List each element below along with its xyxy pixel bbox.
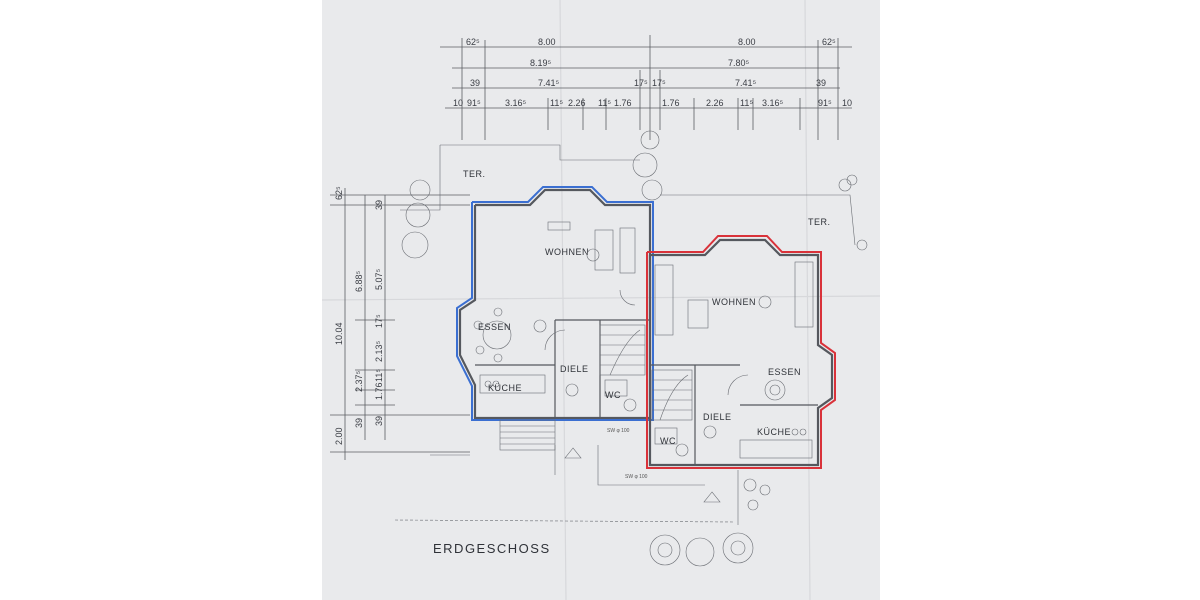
entrance-marker-1 [564, 447, 582, 459]
entrance-marker-2 [703, 491, 721, 503]
cabinet [794, 261, 814, 328]
sofa [654, 264, 674, 336]
dim-left-inner: 5.07⁵ [374, 268, 384, 290]
top-dimension-lines [440, 35, 852, 140]
toilet [675, 443, 689, 457]
unit-1-wc-label: WC [605, 390, 621, 400]
left-dimension-lines [330, 188, 470, 460]
wc-fixture [604, 379, 628, 397]
unit-1-wohnen-label: WOHNEN [545, 247, 589, 257]
dim-top-1: 62⁵ [466, 37, 480, 47]
dim-top-3: 7.41⁵ [538, 78, 560, 88]
dim-left-outer: 10.04 [334, 322, 344, 345]
dining-table [482, 320, 512, 350]
landscaping-shrubs [401, 130, 868, 567]
dim-top-3: 39 [470, 78, 480, 88]
dim-top-4: 1.76 [662, 98, 680, 108]
dim-left-mid: 6.88⁵ [354, 270, 364, 292]
dim-top-4: 91⁵ [467, 98, 481, 108]
unit-2-wc-label: WC [660, 436, 676, 446]
dim-top-4: 3.16⁵ [505, 98, 527, 108]
dim-top-4: 1.76 [614, 98, 632, 108]
plan-sheet [322, 0, 880, 600]
dim-left-mid: 39 [354, 418, 364, 428]
unit-2 [646, 235, 836, 469]
dim-top-1: 62⁵ [822, 37, 836, 47]
paper-fold [321, 295, 881, 301]
unit-1-kueche-label: KÜCHE [488, 383, 522, 393]
dim-top-4: 10 [842, 98, 852, 108]
unit-2-marker [703, 295, 781, 439]
dim-top-4: 10 [453, 98, 463, 108]
paper-fold [559, 0, 567, 600]
dim-top-4: 91⁵ [818, 98, 832, 108]
wc-fixture [654, 427, 678, 445]
dim-top-1: 8.00 [538, 37, 556, 47]
unit-1 [456, 186, 654, 451]
sewer-note-1: SW φ 100 [607, 428, 630, 434]
coffee-table [687, 299, 709, 329]
dim-top-4: 11⁵ [598, 98, 611, 108]
sofa [594, 229, 614, 271]
dim-top-1: 8.00 [738, 37, 756, 47]
sofa [619, 227, 636, 274]
dim-left-outer: 62⁵ [334, 186, 344, 200]
dim-left-inner: 11⁵ [374, 369, 384, 382]
sewer-note-2: SW φ 100 [625, 474, 648, 480]
dining-table [764, 379, 786, 401]
terrace-outlines [394, 144, 856, 525]
unit-2-boundary [646, 235, 836, 469]
dim-top-4: 11⁵ [740, 98, 753, 108]
staircase [651, 369, 693, 421]
dim-left-inner: 17⁵ [374, 314, 384, 328]
dim-top-4: 3.16⁵ [762, 98, 784, 108]
unit-1-marker [533, 248, 600, 397]
dim-top-4: 2.26 [706, 98, 724, 108]
unit-1-essen-label: ESSEN [478, 322, 511, 332]
unit-2-essen-label: ESSEN [768, 367, 801, 377]
terrace-label-left: TER. [463, 169, 486, 179]
dim-top-4: 11⁵ [550, 98, 563, 108]
entrance-steps [499, 419, 556, 451]
unit-2-diele-label: DIELE [703, 412, 732, 422]
armchair [547, 221, 571, 231]
kitchen-counter [479, 374, 546, 394]
dim-left-inner: 1.76 [374, 382, 384, 400]
dim-left-mid: 2.37⁵ [354, 370, 364, 392]
unit-2-wohnen-label: WOHNEN [712, 297, 756, 307]
dim-top-3: 17⁵ [634, 78, 648, 88]
terrace-label-right: TER. [808, 217, 831, 227]
toilet [623, 398, 637, 412]
dim-top-3: 39 [816, 78, 826, 88]
unit-2-kueche-label: KÜCHE [757, 427, 791, 437]
dim-left-outer: 2.00 [334, 427, 344, 445]
dim-top-4: 2.26 [568, 98, 586, 108]
dim-top-3: 17⁵ [652, 78, 666, 88]
dim-top-3: 7.41⁵ [735, 78, 757, 88]
unit-1-diele-label: DIELE [560, 364, 589, 374]
staircase [599, 324, 646, 376]
dim-left-inner: 2.13⁵ [374, 340, 384, 362]
dim-top-2: 7.80⁵ [728, 58, 750, 68]
sheet-title: ERDGESCHOSS [433, 541, 551, 556]
dim-left-inner: 39 [374, 416, 384, 426]
dim-top-2: 8.19⁵ [530, 58, 552, 68]
dim-left-inner: 39 [374, 200, 384, 210]
paper-fold [804, 0, 811, 600]
kitchen-counter [739, 439, 813, 459]
